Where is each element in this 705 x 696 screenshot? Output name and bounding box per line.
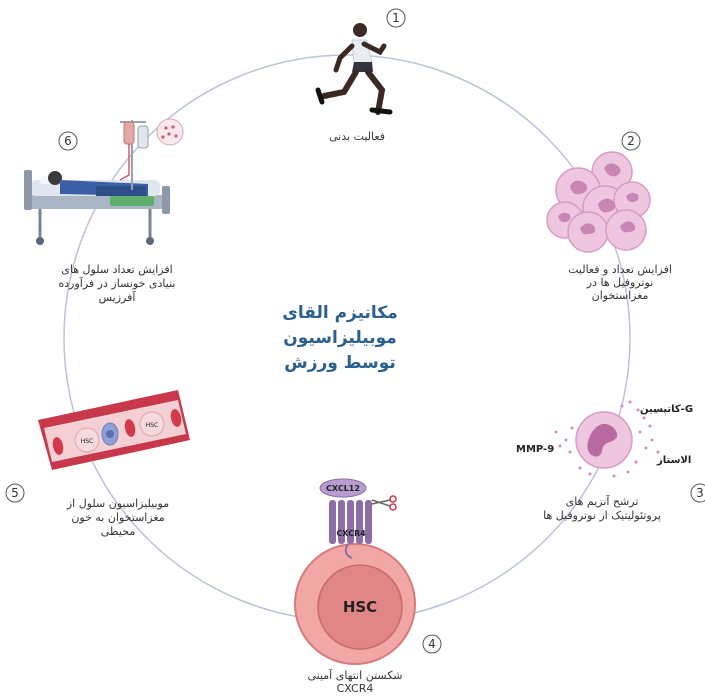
hsc-label: HSC xyxy=(343,598,377,616)
neutrophil-cluster-icon xyxy=(546,151,651,253)
step-2-label-line-3: مغزاستخوان xyxy=(592,289,649,302)
scissors-icon xyxy=(371,495,397,511)
step-5-label-line-1: موبیلیزاسیون سلول از xyxy=(66,497,169,510)
step-6-number: 6 xyxy=(64,134,72,148)
step-1-label-line-1: فعالیت بدنی xyxy=(329,130,385,143)
enzyme-cathepsin-label: کاتپسین-G xyxy=(640,404,693,415)
step-2-number: 2 xyxy=(627,134,635,148)
step-2: 2 افزایش تعداد و فعالیت نوتروفیل ها در م… xyxy=(546,131,672,302)
cxcl12-label: CXCL12 xyxy=(326,484,360,493)
cxcr4-receptor-icon xyxy=(329,500,372,559)
hsc-cell-icon xyxy=(294,543,416,665)
step-6-label-line-3: آفرزیس xyxy=(99,290,137,304)
cxcr4-label: CXCR4 xyxy=(336,529,366,538)
runner-icon xyxy=(315,23,393,115)
step-5-label-line-2: مغزاستخوان به خون xyxy=(71,511,164,524)
step-5-number: 5 xyxy=(11,486,19,500)
step-3: 3 کاتپسین-G MMP-9 الاستاز ترشح آنزیم های… xyxy=(516,400,705,522)
step-3-label-line-1: ترشح آنزیم های xyxy=(566,494,639,508)
step-1-number-badge xyxy=(386,8,406,28)
hospital-bed-icon xyxy=(24,170,170,245)
step-5: 5 HSC HSC موبیلیزاسیون سلول از مغزاستخوا… xyxy=(5,390,190,538)
step-3-label-line-2: پروتئولیتیک از نوتروفیل ها xyxy=(543,509,661,522)
step-4: 4 HSC CXCR4 CXCL12 شکستن انتهای آمینی CX… xyxy=(294,478,442,695)
step-3-number: 3 xyxy=(696,486,704,500)
cxcl12-ligand-icon xyxy=(319,478,367,498)
step-6-number-badge xyxy=(58,131,78,151)
secreting-neutrophil-icon xyxy=(554,400,660,478)
step-1: 1 فعالیت بدنی xyxy=(315,8,406,143)
iv-stand-icon xyxy=(119,120,149,190)
step-3-number-badge xyxy=(690,483,705,503)
enzyme-elastase-label: الاستاز xyxy=(656,455,691,466)
step-6-label-line-1: افزایش تعداد سلول های xyxy=(61,263,172,276)
vessel-hsc-label-2: HSC xyxy=(146,422,159,429)
step-4-number: 4 xyxy=(428,637,436,651)
step-4-label-line-1: شکستن انتهای آمینی xyxy=(307,668,402,682)
vessel-hsc-label-1: HSC xyxy=(81,438,94,445)
title-line-1: مکانیزم القای xyxy=(282,303,397,323)
blood-vessel-icon xyxy=(38,390,190,470)
cells-magnified-icon xyxy=(156,118,184,146)
step-1-number: 1 xyxy=(392,11,400,25)
step-6: 6 افزایش تعد xyxy=(24,118,184,304)
step-2-label-line-1: افزایش تعداد و فعالیت xyxy=(568,263,672,276)
title-line-2: موبیلیزاسیون xyxy=(283,328,397,348)
step-2-label-line-2: نوتروفیل ها در xyxy=(586,276,653,289)
title-line-3: توسط ورزش xyxy=(284,353,395,373)
step-5-number-badge xyxy=(5,483,25,503)
step-4-number-badge xyxy=(422,634,442,654)
step-2-number-badge xyxy=(621,131,641,151)
enzyme-mmp9-label: MMP-9 xyxy=(516,444,554,455)
step-4-label-line-2: CXCR4 xyxy=(337,682,374,695)
step-6-label-line-2: بنیادی خونساز در فرآورده xyxy=(59,276,176,290)
step-5-label-line-3: محیطی xyxy=(101,525,136,538)
